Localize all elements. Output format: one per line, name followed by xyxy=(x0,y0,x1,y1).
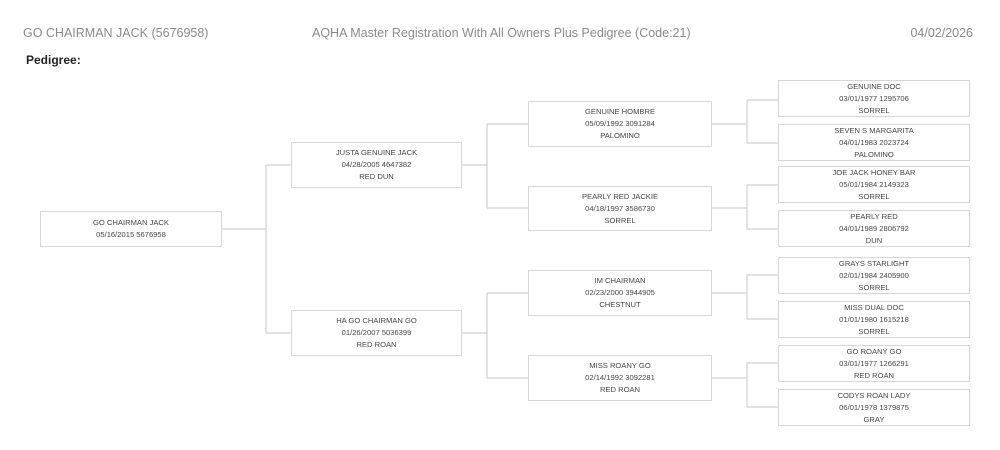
horse-name: GO CHAIRMAN JACK xyxy=(93,218,169,227)
pedigree-box-dam-sire-dam: MISS DUAL DOC 01/01/1980 1615218 SORREL xyxy=(778,301,970,338)
horse-color: SORREL xyxy=(604,215,636,225)
pedigree-box-dam-dam-sire: GO ROANY GO 03/01/1977 1266291 RED ROAN xyxy=(778,345,970,382)
pedigree-box-sire: JUSTA GENUINE JACK 04/28/2005 4647382 RE… xyxy=(291,142,462,188)
horse-info: 05/01/1984 2149323 xyxy=(839,179,909,189)
horse-color: SORREL xyxy=(858,191,890,201)
horse-color: PALOMINO xyxy=(854,149,894,159)
pedigree-section-title: Pedigree: xyxy=(26,53,81,67)
horse-color: RED ROAN xyxy=(356,340,397,349)
horse-info: 02/14/1992 3092281 xyxy=(585,373,655,382)
pedigree-box-dam-dam: MISS ROANY GO 02/14/1992 3092281 RED ROA… xyxy=(528,355,712,401)
pedigree-box-dam-sire-sire: GRAYS STARLIGHT 02/01/1984 2405900 SORRE… xyxy=(778,257,970,294)
horse-info: 02/23/2000 3944905 xyxy=(585,288,655,297)
horse-name: GENUINE HOMBRE xyxy=(584,107,656,116)
horse-info: 05/16/2015 5676958 xyxy=(96,230,166,239)
connector-sire xyxy=(462,123,528,209)
horse-name: MISS ROANY GO xyxy=(589,361,651,370)
horse-info: 04/28/2005 4647382 xyxy=(341,160,412,169)
report-date: 04/02/2026 xyxy=(910,26,973,40)
pedigree-box-dam-dam-dam: CODYS ROAN LADY 06/01/1978 1379875 GRAY xyxy=(778,389,970,426)
pedigree-box-dam-sire: IM CHAIRMAN 02/23/2000 3944905 CHESTNUT xyxy=(528,270,712,316)
horse-color: CHESTNUT xyxy=(599,300,641,309)
horse-info: 06/01/1978 1379875 xyxy=(839,402,909,412)
horse-info: 04/18/1997 3586730 xyxy=(585,203,655,213)
horse-color: SORREL xyxy=(858,282,890,292)
pedigree-box-sire-dam: PEARLY RED JACKIE 04/18/1997 3586730 SOR… xyxy=(528,186,712,231)
pedigree-box-sire-sire: GENUINE HOMBRE 05/09/1992 3091284 PALOMI… xyxy=(528,101,712,147)
horse-name: SEVEN S MARGARITA xyxy=(834,125,914,135)
horse-color: SORREL xyxy=(858,326,890,336)
horse-color: RED ROAN xyxy=(599,385,641,394)
horse-name: IM CHAIRMAN xyxy=(594,276,646,285)
horse-color: RED ROAN xyxy=(853,370,895,380)
horse-info: 03/01/1977 1295706 xyxy=(839,93,909,103)
horse-color: GRAY xyxy=(863,414,885,424)
pedigree-box-sire-sire-dam: SEVEN S MARGARITA 04/01/1983 2023724 PAL… xyxy=(778,124,970,161)
connector-dam-sire xyxy=(712,274,778,320)
horse-name: PEARLY RED JACKIE xyxy=(581,191,659,201)
horse-name: GENUINE DOC xyxy=(847,81,901,91)
horse-name: GRAYS STARLIGHT xyxy=(838,258,910,268)
horse-color: SORREL xyxy=(858,105,890,115)
pedigree-box-sire-dam-dam: PEARLY RED 04/01/1989 2806792 DUN xyxy=(778,210,970,247)
horse-color: PALOMINO xyxy=(600,131,640,140)
horse-info: 04/01/1983 2023724 xyxy=(839,137,909,147)
connector-dam-dam xyxy=(712,362,778,408)
horse-title: GO CHAIRMAN JACK (5676958) xyxy=(23,26,209,40)
pedigree-box-sire-dam-sire: JOE JACK HONEY BAR 05/01/1984 2149323 SO… xyxy=(778,166,970,203)
horse-info: 01/26/2007 5036399 xyxy=(341,328,412,337)
horse-name: PEARLY RED xyxy=(850,211,898,221)
pedigree-box-sire-sire-sire: GENUINE DOC 03/01/1977 1295706 SORREL xyxy=(778,80,970,117)
horse-name: CODYS ROAN LADY xyxy=(837,390,911,400)
horse-name: HA GO CHAIRMAN GO xyxy=(336,316,417,325)
horse-name: MISS DUAL DOC xyxy=(844,302,904,312)
horse-name: JUSTA GENUINE JACK xyxy=(335,148,418,157)
horse-info: 01/01/1980 1615218 xyxy=(839,314,909,324)
pedigree-box-dam: HA GO CHAIRMAN GO 01/26/2007 5036399 RED… xyxy=(291,310,462,356)
horse-info: 03/01/1977 1266291 xyxy=(839,358,909,368)
horse-info: 02/01/1984 2405900 xyxy=(839,270,909,280)
horse-color: RED DUN xyxy=(359,172,394,181)
pedigree-box-subject: GO CHAIRMAN JACK 05/16/2015 5676958 xyxy=(40,211,222,247)
connector-dam xyxy=(462,292,528,379)
connector-subject xyxy=(222,164,291,334)
horse-color: DUN xyxy=(865,235,883,245)
horse-name: GO ROANY GO xyxy=(846,346,902,356)
report-title: AQHA Master Registration With All Owners… xyxy=(312,26,691,40)
horse-info: 05/09/1992 3091284 xyxy=(585,119,655,128)
horse-info: 04/01/1989 2806792 xyxy=(839,223,909,233)
horse-name: JOE JACK HONEY BAR xyxy=(832,167,916,177)
connector-sire-dam xyxy=(712,184,778,230)
connector-sire-sire xyxy=(712,99,778,144)
